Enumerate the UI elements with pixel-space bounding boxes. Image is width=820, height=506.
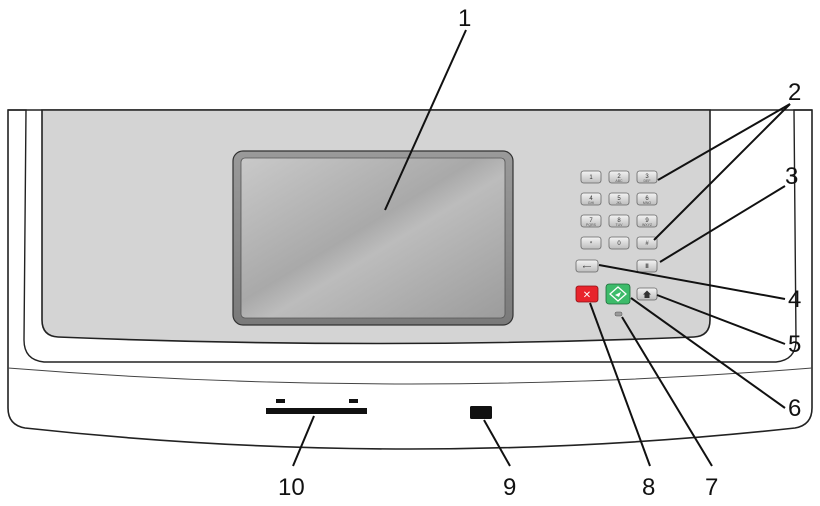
callout-4: 4 xyxy=(788,286,801,313)
key-2[interactable]: 2 ABC xyxy=(608,170,630,184)
numeric-keypad: 1 2 ABC 3 DEF 4 GHI 5 JKL 6 MNO xyxy=(580,170,658,250)
pause-button[interactable]: II xyxy=(636,259,658,273)
key-star[interactable]: * xyxy=(580,236,602,250)
key-4[interactable]: 4 GHI xyxy=(580,192,602,206)
touch-screen[interactable] xyxy=(240,157,506,319)
home-icon xyxy=(643,290,651,298)
callout-5: 5 xyxy=(788,331,801,358)
key-0-label: 0 xyxy=(617,241,621,247)
home-button[interactable] xyxy=(636,287,658,301)
key-2-letters: ABC xyxy=(615,179,623,183)
key-1-label: 1 xyxy=(589,175,593,181)
key-9-letters: WXYZ xyxy=(642,223,653,227)
key-9-label: 9 xyxy=(645,218,649,224)
key-5-label: 5 xyxy=(617,196,621,202)
key-0[interactable]: 0 xyxy=(608,236,630,250)
key-3-label: 3 xyxy=(645,174,649,180)
key-hash-label: # xyxy=(645,241,649,247)
callout-7: 7 xyxy=(705,474,718,501)
start-button[interactable] xyxy=(605,283,631,305)
callout-1: 1 xyxy=(458,5,471,32)
indicator-light xyxy=(614,311,623,317)
callout-9: 9 xyxy=(503,474,516,501)
key-7[interactable]: 7 PQRS xyxy=(580,214,602,228)
start-arrow-icon xyxy=(615,292,621,297)
key-1[interactable]: 1 xyxy=(580,170,602,184)
key-3[interactable]: 3 DEF xyxy=(636,170,658,184)
callout-2: 2 xyxy=(788,79,801,106)
callout-labels: 1 2 3 4 5 6 7 8 9 10 xyxy=(278,5,801,501)
card-reader-slot xyxy=(266,399,367,414)
key-4-letters: GHI xyxy=(588,201,594,205)
key-7-label: 7 xyxy=(589,218,593,224)
key-hash[interactable]: # xyxy=(636,236,658,250)
start-diamond-icon xyxy=(609,286,627,302)
key-6-label: 6 xyxy=(645,196,649,202)
key-8[interactable]: 8 TUV xyxy=(608,214,630,228)
key-9[interactable]: 9 WXYZ xyxy=(636,214,658,228)
key-2-label: 2 xyxy=(617,174,621,180)
key-8-letters: TUV xyxy=(616,223,624,227)
callout-10: 10 xyxy=(278,474,305,501)
key-6[interactable]: 6 MNO xyxy=(636,192,658,206)
usb-port[interactable] xyxy=(470,406,492,419)
back-button[interactable]: ⟵ xyxy=(575,259,599,273)
key-5[interactable]: 5 JKL xyxy=(608,192,630,206)
key-5-letters: JKL xyxy=(616,201,622,205)
callout-6: 6 xyxy=(788,395,801,422)
key-star-label: * xyxy=(590,242,593,248)
pause-icon: II xyxy=(645,264,649,270)
callout-8: 8 xyxy=(642,474,655,501)
callout-3: 3 xyxy=(785,163,798,190)
key-6-letters: MNO xyxy=(643,201,651,205)
key-8-label: 8 xyxy=(617,218,621,224)
key-3-letters: DEF xyxy=(644,179,651,183)
leader-lines xyxy=(292,29,791,467)
key-7-letters: PQRS xyxy=(586,223,597,227)
stop-button[interactable]: ✕ xyxy=(575,285,599,303)
key-4-label: 4 xyxy=(589,196,593,202)
back-arrow-icon: ⟵ xyxy=(583,265,592,271)
stop-x-icon: ✕ xyxy=(583,290,591,301)
